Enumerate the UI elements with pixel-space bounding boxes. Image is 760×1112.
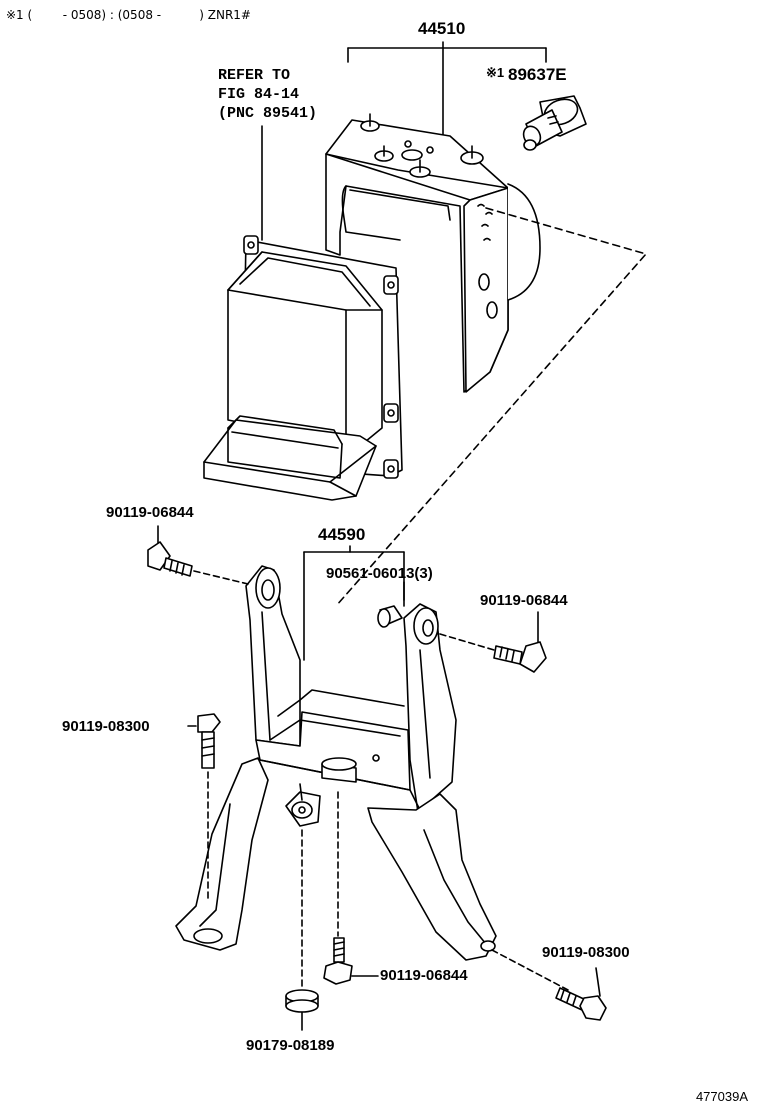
reference-line-2: FIG 84-14	[218, 86, 300, 103]
reference-line-3: (PNC 89541)	[218, 105, 318, 122]
part-number-44510[interactable]: 44510	[418, 19, 466, 38]
part-number-bolt-upper-left[interactable]: 90119-06844	[106, 504, 194, 521]
actuator-block	[325, 113, 541, 393]
alignment-dashed-line	[335, 207, 647, 607]
illustration-id: 477039A	[695, 1089, 748, 1104]
bolt-upper-left	[147, 525, 249, 585]
part-number-grommet[interactable]: 90561-06013(3)	[326, 565, 433, 582]
pressure-sensor	[522, 95, 587, 151]
bracket-assembly	[175, 565, 497, 961]
part-number-bolt-upper-right[interactable]: 90119-06844	[480, 592, 568, 609]
part-number-bolt-lower-center[interactable]: 90119-06844	[380, 967, 468, 984]
bolt-lower-center	[323, 791, 379, 985]
washer	[285, 829, 319, 1031]
bolt-upper-right	[439, 611, 547, 673]
part-number-44590[interactable]: 44590	[318, 525, 366, 544]
bolt-mid-left	[187, 713, 221, 901]
leader-44590	[303, 545, 405, 661]
part-number-bolt-lower-right[interactable]: 90119-08300	[542, 944, 630, 961]
part-number-89637e-mark: ※1	[486, 65, 505, 80]
reference-line-1: REFER TO	[218, 67, 291, 84]
part-number-washer[interactable]: 90179-08189	[246, 1037, 335, 1054]
leader-44510	[347, 41, 547, 139]
part-number-bolt-mid-left[interactable]: 90119-08300	[62, 718, 150, 735]
bolt-lower-right	[491, 949, 607, 1021]
part-number-89637e[interactable]: 89637E	[508, 65, 567, 84]
ecu-module	[203, 235, 403, 501]
applicability-note: ※1 ( - 0508) : (0508 - ) ZNR1#	[6, 8, 251, 22]
